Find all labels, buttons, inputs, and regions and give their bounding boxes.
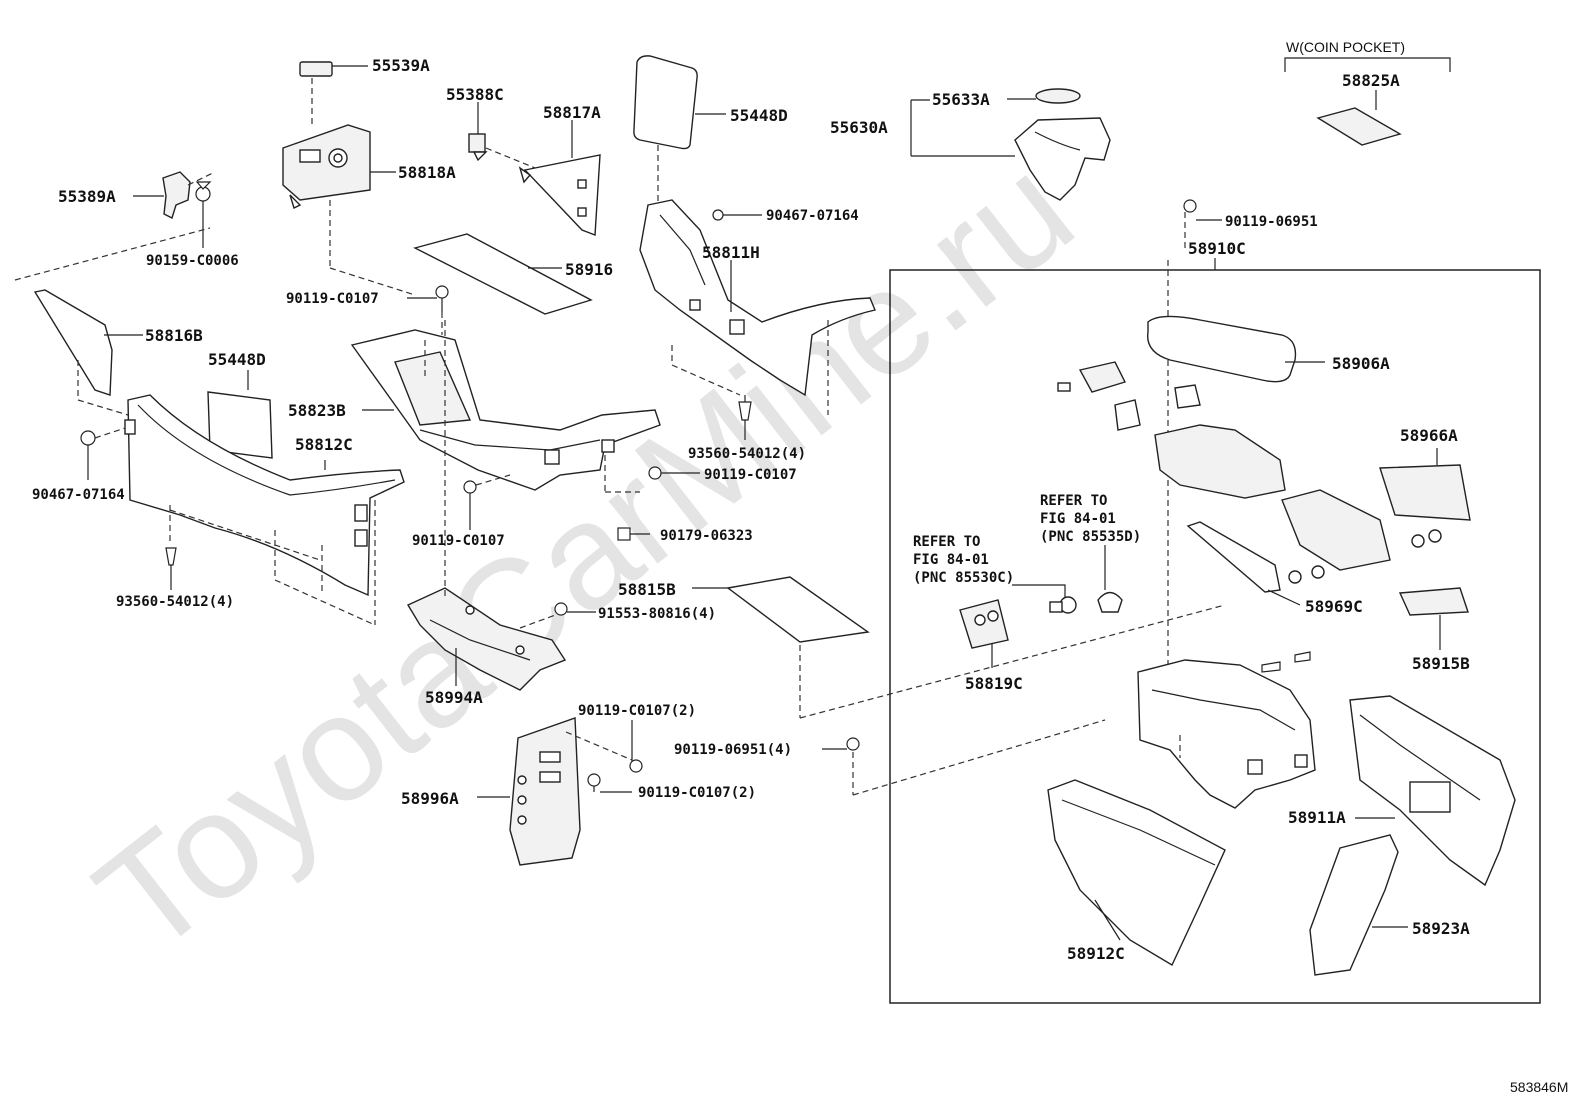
label-93560-54012-b: 93560-54012(4) <box>116 594 234 610</box>
refer-note-1-line2: FIG 84-01 <box>1040 511 1116 527</box>
bolt-90119-c0107-a <box>407 285 449 335</box>
label-90159-c0006: 90159-C0006 <box>146 253 239 269</box>
pnc-85530c-part <box>1012 584 1077 614</box>
label-58966a: 58966A <box>1400 426 1458 445</box>
bracket-58994a <box>406 320 567 691</box>
label-91553-80816: 91553-80816(4) <box>598 606 716 622</box>
label-90467-07164-a: 90467-07164 <box>766 208 859 224</box>
label-58994a: 58994A <box>425 688 483 707</box>
bolt-90119-c0107-e <box>587 773 632 793</box>
plate-55448d-left <box>207 370 273 459</box>
label-58912c: 58912C <box>1067 944 1125 963</box>
plate-55448d-top <box>633 55 726 210</box>
nut-90179-06323 <box>617 527 650 541</box>
mat-58916 <box>413 233 593 315</box>
label-58825a: 58825A <box>1342 71 1400 90</box>
label-58916: 58916 <box>565 260 613 279</box>
bolt-90119-c0107-c <box>648 466 700 480</box>
label-90119-c0107-e: 90119-C0107(2) <box>638 785 756 801</box>
refer-note-2-line2: FIG 84-01 <box>913 552 989 568</box>
label-90119-06951-a: 90119-06951(4) <box>674 742 792 758</box>
label-55388c: 55388C <box>446 85 504 104</box>
bracket-55389a <box>14 171 216 281</box>
trim-58915b <box>1398 587 1469 650</box>
label-coin-pocket: W(COIN POCKET) <box>1286 39 1405 55</box>
label-55389a: 55389A <box>58 187 116 206</box>
label-58823b: 58823B <box>288 401 346 420</box>
panel-58912c <box>1047 779 1226 966</box>
label-55539a: 55539A <box>372 56 430 75</box>
label-58811h: 58811H <box>702 243 760 262</box>
label-90119-c0107-c: 90119-C0107 <box>704 467 797 483</box>
panel-58911a <box>1349 695 1516 887</box>
label-58915b: 58915B <box>1412 654 1470 673</box>
label-58969c: 58969C <box>1305 597 1363 616</box>
trim-58816b <box>33 289 143 416</box>
pnc-85535d-part <box>1097 545 1123 613</box>
label-90119-c0107-d: 90119-C0107(2) <box>578 703 696 719</box>
label-58911a: 58911A <box>1288 808 1346 827</box>
label-90119-c0107-a: 90119-C0107 <box>286 291 379 307</box>
refer-note-1-line1: REFER TO <box>1040 493 1107 509</box>
mat-58815b <box>692 576 1226 719</box>
clip-90467-07164-b <box>80 427 126 480</box>
lid-58906a <box>1146 315 1325 383</box>
label-58815b: 58815B <box>618 580 676 599</box>
refer-note-2-line3: (PNC 85530C) <box>913 570 1014 586</box>
label-58819c: 58819C <box>965 674 1023 693</box>
label-90119-06951-b: 90119-06951 <box>1225 214 1318 230</box>
trim-58966a <box>1379 448 1471 521</box>
label-58923a: 58923A <box>1412 919 1470 938</box>
lid-frame <box>1154 424 1442 584</box>
label-90179-06323: 90179-06323 <box>660 528 753 544</box>
refer-note-2-line1: REFER TO <box>913 534 980 550</box>
label-58812c: 58812C <box>295 435 353 454</box>
trim-58817a <box>518 120 601 236</box>
trim-58969c <box>1186 521 1301 606</box>
trim-58923a <box>1309 834 1408 976</box>
assembly-box-58910c <box>889 258 1541 1004</box>
label-58996a: 58996A <box>401 789 459 808</box>
label-93560-54012-a: 93560-54012(4) <box>688 446 806 462</box>
switch-panel-58818a <box>282 124 416 296</box>
screw-93560-54012-b <box>165 547 177 590</box>
bolt-90119-c0107-d <box>629 759 643 773</box>
coin-pocket-group <box>1284 57 1451 146</box>
bolt-90119-c0107-b <box>463 474 511 530</box>
label-58816b: 58816B <box>145 326 203 345</box>
label-58910c: 58910C <box>1188 239 1246 258</box>
switch-55539a <box>299 61 368 128</box>
clip-55388c <box>468 102 541 171</box>
console-body <box>1137 651 1316 809</box>
reference-code: 583846M <box>1510 1079 1568 1095</box>
refer-note-1-line3: (PNC 85535D) <box>1040 529 1141 545</box>
bolt-90119-06951-a <box>822 719 1106 796</box>
console-58823b <box>350 329 661 493</box>
label-58906a: 58906A <box>1332 354 1390 373</box>
label-55448d-top: 55448D <box>730 106 788 125</box>
panel-58811h <box>639 199 876 440</box>
label-90119-c0107-b: 90119-C0107 <box>412 533 505 549</box>
label-58817a: 58817A <box>543 103 601 122</box>
label-55630a: 55630A <box>830 118 888 137</box>
label-55448d-left: 55448D <box>208 350 266 369</box>
bracket-58996a <box>477 717 633 866</box>
label-58818a: 58818A <box>398 163 456 182</box>
hinge-parts <box>1057 361 1201 431</box>
label-55633a: 55633A <box>932 90 990 109</box>
screw-91553-80816 <box>554 602 596 616</box>
knob-55633a <box>1007 88 1081 104</box>
label-90467-07164-b: 90467-07164 <box>32 487 125 503</box>
panel-58812c <box>124 394 405 626</box>
panel-58819c <box>959 599 1009 668</box>
boot-55630a <box>910 99 1111 201</box>
